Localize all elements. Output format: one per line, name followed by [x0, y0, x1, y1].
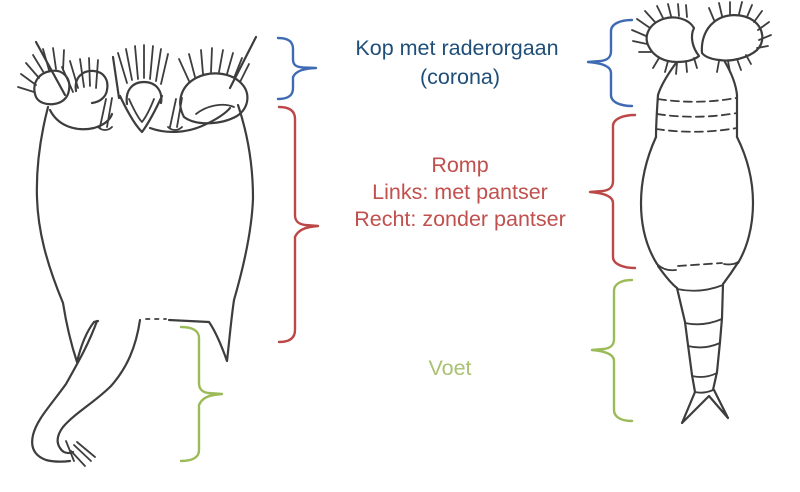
corona-pad-far-left: [33, 69, 71, 106]
corona-pad-mid-left: [74, 69, 109, 105]
left-foot-end-cap: [65, 440, 75, 462]
cilia-fan-right: [178, 47, 250, 83]
cilia-hatching-left-lobe: [631, 3, 698, 75]
corona-spine-right: [228, 35, 258, 90]
head-brace-left: [276, 36, 318, 101]
trunk-bottom-solid-right: [723, 261, 739, 266]
trunk-left-edge: [639, 135, 659, 266]
foot-segments-right-edge: [711, 262, 739, 392]
cilia-hatching-right-lobe: [708, 1, 772, 73]
trunk-right-edge: [735, 135, 755, 265]
corona-left-figure: [17, 35, 258, 134]
left-foot-outer-edge: [31, 319, 99, 463]
rotifer-without-lorica-figure: [631, 1, 772, 425]
foot-segments-left-edge: [656, 264, 697, 394]
cilia-fan-mid-left: [61, 57, 99, 93]
foot-label-line1: Voet: [428, 356, 471, 380]
neck-dashed-ring-1: [657, 97, 737, 103]
trunk-label-line2: Links: met pantser: [372, 180, 548, 204]
trunk-label-line1: Romp: [431, 153, 488, 177]
corona-spine-left: [34, 40, 67, 97]
foot-segment-rings: [676, 284, 724, 394]
corona-mound-center: [125, 80, 163, 106]
corona-v-notch-outer: [118, 94, 164, 134]
corona-lobe-right: [700, 14, 764, 62]
corona-stalk-left: [97, 97, 113, 131]
jaw-arc-right: [148, 106, 232, 133]
neck-right-edge: [723, 60, 739, 139]
trunk-bottom-dashed: [677, 262, 723, 267]
lorica-body-left-outline: [35, 105, 100, 364]
corona-spine-center: [111, 55, 121, 100]
neck-left-edge: [654, 61, 678, 139]
corona-pad-right-inner: [195, 103, 235, 115]
trunk-brace-right: [588, 113, 637, 270]
right-figure-toes: [680, 388, 730, 425]
corona-lobe-left: [645, 16, 701, 64]
cilia-fan-center: [117, 44, 169, 85]
trunk-label-line3: Recht: zonder pantser: [354, 207, 566, 231]
neck-dashed-ring-2: [656, 112, 738, 118]
left-foot-toes: [70, 441, 96, 467]
head-label-line1: Kop met raderorgaan: [355, 36, 558, 60]
rotifer-with-lorica-figure: [17, 35, 258, 467]
foot-brace-right: [590, 278, 634, 423]
trunk-brace-left: [277, 105, 320, 344]
head-label-line2: (corona): [420, 65, 500, 89]
corona-v-notch-inner: [128, 98, 155, 123]
neck-dashed-ring-3: [655, 127, 738, 133]
left-foot-inner-edge: [56, 318, 142, 455]
head-brace-right: [586, 18, 634, 108]
lorica-body-right-outline: [167, 103, 255, 363]
corona-pad-right: [179, 72, 249, 125]
foot-brace-left: [179, 325, 224, 463]
